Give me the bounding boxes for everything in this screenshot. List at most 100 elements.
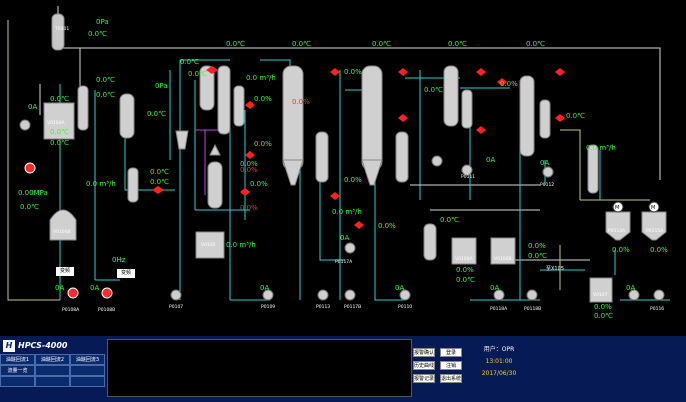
- svg-text:V0106A: V0106A: [455, 256, 474, 262]
- svg-text:V0104A: V0104A: [47, 120, 66, 126]
- svg-text:P0113: P0113: [316, 304, 330, 310]
- feed-temp-1: 0.0℃: [50, 95, 69, 103]
- nav-button-empty-1[interactable]: [35, 365, 70, 376]
- temp-t104: 0.0℃: [424, 86, 443, 94]
- svg-text:P0114A: P0114A: [608, 228, 626, 234]
- svg-text:P0108B: P0108B: [98, 307, 115, 313]
- svg-text:P0118A: P0118A: [490, 306, 508, 312]
- login-button[interactable]: 登录: [440, 348, 462, 357]
- nav-button-empty-3[interactable]: [0, 376, 35, 387]
- svg-text:V0107: V0107: [593, 292, 608, 298]
- nav-button-empty-5[interactable]: [70, 376, 105, 387]
- temp-v106a: 0.0℃: [456, 276, 475, 284]
- column-t105: [519, 75, 551, 157]
- temp-v107: 0.0℃: [594, 312, 613, 320]
- pct-t104: 0.0%: [500, 80, 518, 88]
- temp-e101b: 0.0℃: [96, 91, 115, 99]
- pipelines: [7, 20, 670, 301]
- svg-text:P0107: P0107: [169, 304, 183, 310]
- user-label: 用户：OPR: [483, 346, 515, 353]
- column-t101: T0101: [51, 6, 69, 51]
- pct-ev1: 0.0%: [344, 68, 362, 76]
- nav-button-flow[interactable]: 流量一览: [0, 365, 35, 376]
- pump-currents: 0A 0A 0A 0A 0A 0A 0A 0A: [55, 159, 635, 292]
- pump-a-3: 0A: [260, 284, 269, 292]
- pct-ev1b: 0.0%: [344, 176, 362, 184]
- logo-text: HPCS-4000: [18, 341, 68, 350]
- pump-a-5: 0A: [395, 284, 404, 292]
- svg-text:P0109: P0109: [261, 304, 275, 310]
- pct-v106b: 0.0%: [528, 242, 546, 250]
- flow-3: 0.0 m³/h: [226, 241, 256, 249]
- current-t104: 0A: [486, 156, 495, 164]
- feed-tank-v0104: V0104A: [43, 102, 75, 140]
- flow-4: 0.0 m³/h: [332, 208, 362, 216]
- exit-button[interactable]: 退出系统: [440, 374, 462, 383]
- evaporator-1: [282, 65, 329, 186]
- flow-5: 0.0 m³/h: [586, 144, 616, 152]
- alarm-panel: [107, 339, 412, 397]
- feed-temp-3: 0.0℃: [50, 139, 69, 147]
- temp-v106b: 0.0℃: [528, 252, 547, 260]
- svg-text:P0111: P0111: [461, 174, 475, 180]
- small-column-e101: [77, 85, 89, 131]
- temp-e101: 0.0℃: [96, 76, 115, 84]
- receiver-v0105: V0105: [195, 231, 225, 259]
- svg-text:P0117A: P0117A: [335, 259, 353, 265]
- hz-1: 0Hz: [112, 256, 126, 264]
- column-t102: [119, 93, 135, 139]
- temp-t102: 0.0℃: [147, 110, 166, 118]
- nav-button-reflux2[interactable]: 油醚回流2: [35, 354, 70, 365]
- temp-ev2: 0.0℃: [372, 40, 391, 48]
- svg-text:P0115A: P0115A: [646, 228, 664, 234]
- pump-a-7: 0A: [540, 159, 549, 167]
- svg-text:P0117B: P0117B: [344, 304, 361, 310]
- svg-text:T0101: T0101: [54, 26, 69, 32]
- pumps: [19, 119, 665, 301]
- temp-t104-top: 0.0℃: [448, 40, 467, 48]
- pct-v106a: 0.0%: [456, 266, 474, 274]
- history-curve-button[interactable]: 历史曲线: [413, 361, 435, 370]
- logo-icon: H: [3, 340, 15, 352]
- pump-a-1: 0A: [55, 284, 64, 292]
- svg-text:M: M: [615, 205, 619, 211]
- nav-button-empty-4[interactable]: [35, 376, 70, 387]
- pump-a-4: 0A: [340, 234, 349, 242]
- export-label: 至X105: [546, 266, 564, 272]
- svg-text:P0116: P0116: [650, 306, 664, 312]
- pct-4: 0.0%: [250, 180, 268, 188]
- logout-button[interactable]: 注销: [440, 361, 462, 370]
- readings: 0Pa 0.0℃ 0A 0.0℃ 0.0℃ 0.0℃ 0.00MPa 0.0℃ …: [18, 18, 668, 320]
- column-t103: [199, 65, 245, 135]
- alarm-log-button[interactable]: 报警记录: [413, 374, 435, 383]
- temp-top: 0.0℃: [88, 30, 107, 38]
- temp-e102b: 0.0℃: [150, 178, 169, 186]
- temp-t105: 0.0℃: [566, 112, 585, 120]
- svg-text:P0108A: P0108A: [62, 307, 80, 313]
- svg-text:V0104B: V0104B: [53, 229, 71, 235]
- temp-e105: 0.0℃: [440, 216, 459, 224]
- vfd-button-1[interactable]: 变频: [56, 267, 74, 276]
- pump-a-8: 0A: [626, 284, 635, 292]
- alarm-ack-button[interactable]: 报警确认: [413, 348, 435, 357]
- nav-button-reflux3[interactable]: 油醚回流3: [70, 354, 105, 365]
- control-valves: [152, 66, 565, 229]
- nav-button-reflux1[interactable]: 油醚回流1: [0, 354, 35, 365]
- pressure-reading: 0.00MPa: [18, 189, 48, 197]
- temp-ev1: 0.0℃: [292, 40, 311, 48]
- small-column-e102: [127, 167, 139, 203]
- pressure-t102: 0Pa: [155, 82, 168, 90]
- nav-button-empty-2[interactable]: [70, 365, 105, 376]
- pct-mix-1: 0.0%: [612, 246, 630, 254]
- mixing-tanks: M M: [605, 201, 667, 241]
- svg-text:P0110: P0110: [398, 304, 412, 310]
- storage-tank-v0104b: V0104B: [49, 209, 77, 241]
- cyclone-s101: [175, 130, 189, 150]
- column-t104: [443, 65, 473, 129]
- feed-temp-2: 0.0℃: [50, 128, 69, 136]
- evaporator-2: [361, 65, 409, 186]
- vfd-button-2[interactable]: 变频: [117, 269, 135, 278]
- pct-1: 0.0%: [254, 95, 272, 103]
- temp-t103-a: 0.0℃: [188, 70, 207, 78]
